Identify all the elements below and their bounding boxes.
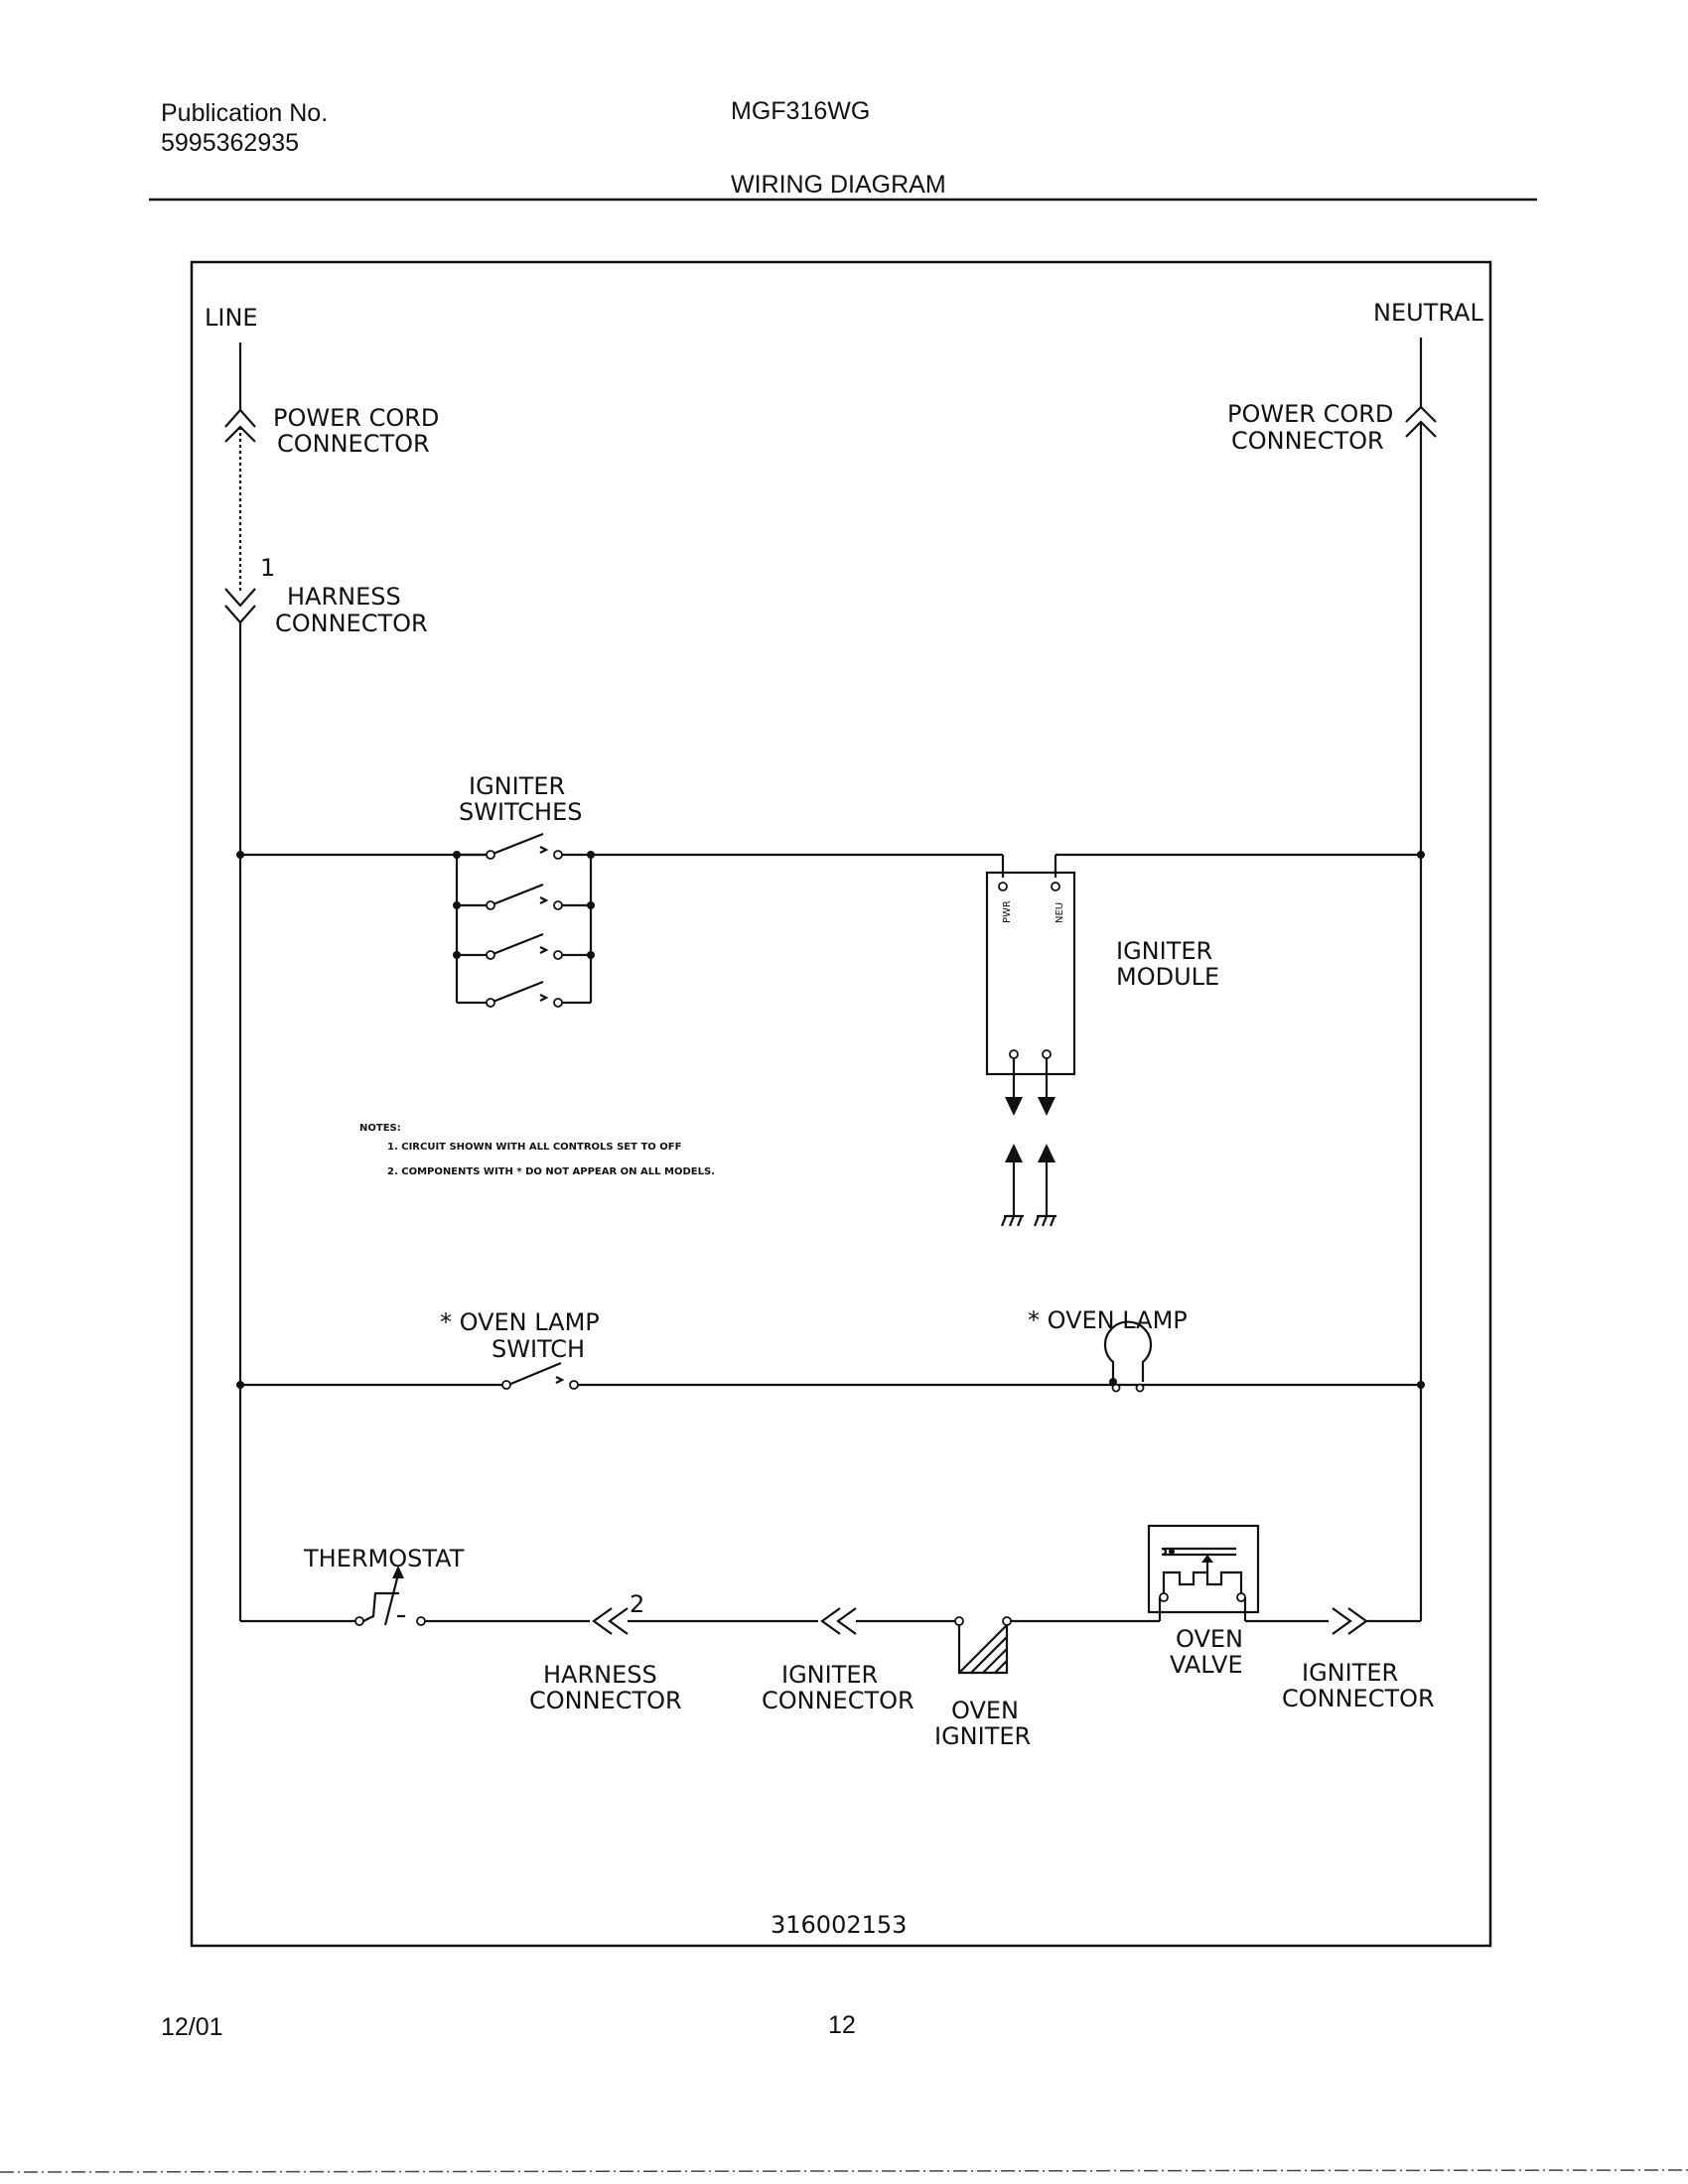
harness-bottom-line1: HARNESS [543,1661,657,1689]
igniter-connector-left-symbol [820,1607,841,1635]
harness-bottom-pin: 2 [630,1590,644,1618]
line-rail [224,342,256,1621]
thermostat-label: THERMOSTAT [303,1545,465,1572]
power-cord-right-line1: POWER CORD [1227,400,1393,428]
igniter-switches-line1: IGNITER [469,772,565,800]
igniter-conn-right-line2: CONNECTOR [1282,1685,1435,1712]
oven-lamp-switch-line2: SWITCH [492,1335,585,1363]
model-number: MGF316WG [731,97,871,125]
page-title: WIRING DIAGRAM [731,171,946,199]
oven-valve-symbol [1147,1524,1260,1621]
publication-number: 5995362935 [161,129,300,157]
harness-connector-bottom-symbol [592,1607,613,1635]
oven-valve-line2: VALVE [1170,1651,1243,1679]
module-pin-neu: NEU [1055,902,1065,923]
harness-top-line2: CONNECTOR [275,610,428,637]
power-cord-right-line2: CONNECTOR [1231,427,1384,455]
oven-lamp-circuit [236,1320,1425,1393]
oven-igniter-line2: IGNITER [934,1722,1031,1750]
line-label: LINE [205,304,258,332]
igniter-module-line2: MODULE [1116,963,1219,991]
igniter-switches-symbol [236,832,1003,1008]
power-cord-left-line2: CONNECTOR [277,430,430,458]
bottom-circuit [240,1524,1368,1675]
lamp-bulb-symbol [1103,1320,1153,1382]
igniter-switches-line2: SWITCHES [459,798,583,826]
igniter-conn-right-line1: IGNITER [1302,1659,1398,1687]
diagram-frame [190,260,1492,1948]
igniter-module-symbol: PWR NEU [985,851,1425,1227]
footer-date: 12/01 [161,2013,223,2041]
igniter-module-line1: IGNITER [1116,937,1212,965]
harness-top-line1: HARNESS [287,583,401,611]
power-cord-left-line1: POWER CORD [273,404,439,432]
oven-valve-line1: OVEN [1176,1625,1243,1653]
thermostat-symbol [362,1591,399,1622]
neutral-label: NEUTRAL [1373,299,1483,327]
oven-igniter-symbol [957,1624,1009,1675]
page-number: 12 [828,2011,856,2039]
scan-artifact-line [0,2169,1688,2173]
oven-lamp-label: * OVEN LAMP [1028,1306,1188,1334]
harness-bottom-line2: CONNECTOR [529,1687,682,1714]
oven-igniter-line1: OVEN [951,1697,1019,1724]
publication-label: Publication No. [161,99,329,127]
igniter-conn-left-line1: IGNITER [781,1661,878,1689]
module-pin-pwr: PWR [1002,900,1013,923]
note-2: 2. COMPONENTS WITH * DO NOT APPEAR ON AL… [387,1166,715,1177]
diagram-labels: LINE NEUTRAL POWER CORD CONNECTOR POWER … [205,299,1483,1939]
igniter-conn-left-line2: CONNECTOR [762,1687,914,1714]
igniter-connector-right-symbol [1332,1607,1352,1635]
harness-top-pin: 1 [260,554,275,582]
part-number: 316002153 [771,1911,907,1939]
neutral-rail [1365,338,1437,1623]
notes-heading: NOTES: [359,1123,401,1134]
note-1: 1. CIRCUIT SHOWN WITH ALL CONTROLS SET T… [387,1142,681,1153]
oven-lamp-switch-line1: * OVEN LAMP [440,1308,600,1336]
